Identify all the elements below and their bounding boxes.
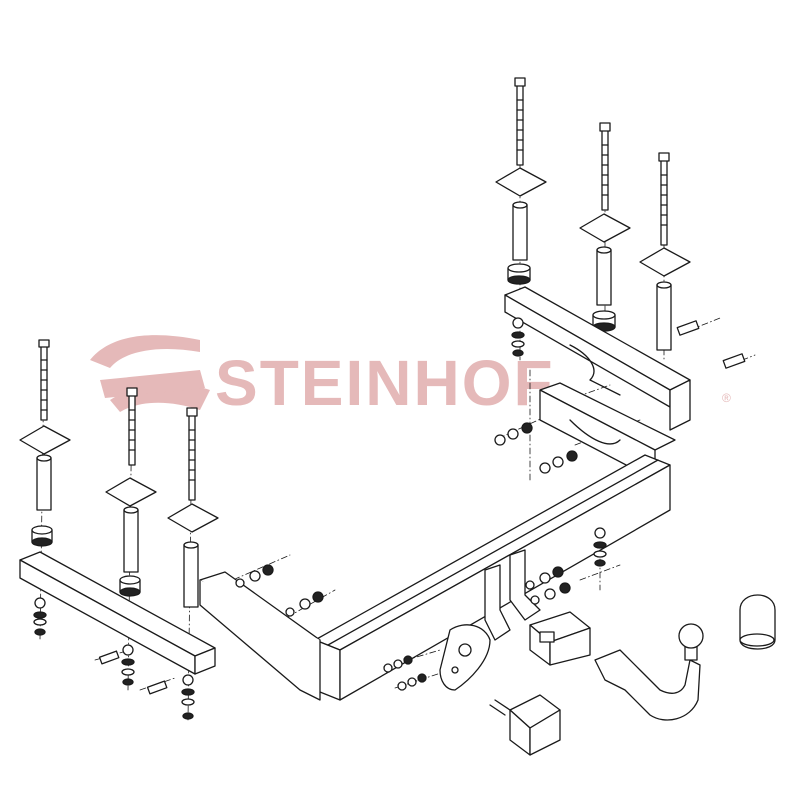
nut-washer-stack xyxy=(512,318,524,356)
spacer-tube xyxy=(184,542,198,607)
spacer-tube xyxy=(37,455,51,510)
long-bolt-right-2 xyxy=(600,123,610,210)
small-bolt xyxy=(723,354,745,368)
long-bolt-right-1 xyxy=(515,78,525,165)
ball-neck xyxy=(595,650,700,720)
watermark-registered-mark: ® xyxy=(722,391,731,405)
spacer-tube xyxy=(513,202,527,260)
nut-washer-stack xyxy=(594,528,606,566)
long-bolt-right-3 xyxy=(659,153,669,245)
spacer-plate xyxy=(580,214,630,242)
ball-cover xyxy=(740,595,775,649)
spacer-plate xyxy=(168,504,218,532)
tow-ball xyxy=(679,624,703,660)
spacer-plate xyxy=(106,478,156,506)
spacer-tube xyxy=(124,507,138,572)
long-bolt-left-1 xyxy=(39,340,49,420)
spacer-plate xyxy=(496,168,546,196)
mounting-block xyxy=(530,612,590,665)
rubber-spacer xyxy=(508,264,530,284)
main-crossbar xyxy=(315,455,670,700)
spacer-tube xyxy=(597,247,611,305)
right-side-bracket xyxy=(505,287,690,430)
nut-washer-stack xyxy=(34,598,46,635)
nut-washer-stack xyxy=(182,675,194,719)
spacer-plate xyxy=(640,248,690,276)
left-side-bracket xyxy=(20,552,215,674)
long-bolt-left-2 xyxy=(127,388,137,465)
right-lower-bracket xyxy=(540,383,675,480)
small-bolt xyxy=(100,651,119,664)
washer-row xyxy=(236,565,323,616)
spacer-tube xyxy=(657,282,671,350)
small-bolt xyxy=(677,321,699,335)
washer-row xyxy=(526,567,570,604)
long-bolt-left-3 xyxy=(187,408,197,500)
nut-washer-stack xyxy=(122,645,134,685)
socket-plate xyxy=(440,625,490,690)
watermark-brand-text: STEINHOF xyxy=(215,347,555,419)
screw-set xyxy=(384,656,426,690)
washer-row xyxy=(495,423,577,473)
steinhof-logo-swoosh xyxy=(90,335,210,412)
small-bolt xyxy=(148,681,167,694)
electrical-socket xyxy=(490,695,560,755)
spacer-plate xyxy=(20,426,70,454)
rubber-spacer xyxy=(120,576,140,596)
left-lower-bracket xyxy=(200,572,320,700)
rubber-spacer xyxy=(32,526,52,546)
